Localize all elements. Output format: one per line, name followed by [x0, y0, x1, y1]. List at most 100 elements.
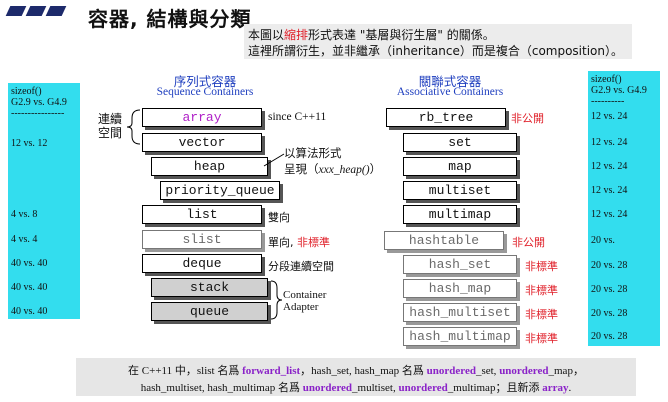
- multimap-container: multimap: [403, 205, 517, 224]
- left-sizeof-divider: ----------------: [11, 108, 65, 119]
- container-adapter-bracket: [270, 280, 283, 320]
- queue-container: queue: [151, 302, 268, 321]
- hash-multimap-container: hash_multimap: [403, 327, 517, 346]
- set-container: set: [403, 133, 517, 152]
- deque-note: 分段連續空間: [268, 260, 334, 273]
- unordered-set-highlight: unordered: [426, 365, 476, 377]
- map-container: map: [403, 157, 517, 176]
- slist-nonstandard-label: 非標準: [297, 236, 330, 249]
- right-sizeof-rb-tree: 12 vs. 24: [591, 111, 628, 122]
- note-highlight: 縮排: [284, 28, 309, 42]
- title-decoration-bar-3: [45, 6, 67, 16]
- heap-note-line-1: 以算法形式: [284, 146, 342, 160]
- right-sizeof-hash-multiset: 20 vs. 28: [591, 308, 628, 319]
- hashtable-container: hashtable: [384, 231, 504, 250]
- left-sizeof-queue: 40 vs. 40: [11, 306, 48, 317]
- heap-note-line-2-suffix: ）: [369, 162, 382, 176]
- rb-tree-container: rb_tree: [386, 108, 506, 127]
- right-sizeof-hash-set: 20 vs. 28: [591, 260, 628, 271]
- hash-multimap-nonstandard-label: 非標準: [525, 332, 558, 345]
- contiguous-space-label-line-2: 空間: [98, 126, 123, 140]
- hash-set-container: hash_set: [403, 255, 517, 274]
- right-sizeof-divider: ----------: [591, 96, 625, 107]
- left-sizeof-deque: 40 vs. 40: [11, 258, 48, 269]
- list-container: list: [142, 205, 262, 224]
- note-line-1: 本圖以縮排形式表達 "基層與衍生層" 的關係。: [248, 26, 495, 43]
- cpp11-note-line-1-part-d: _map，: [548, 365, 584, 377]
- heap-callout-pointer: [263, 153, 285, 167]
- left-sizeof-header: sizeof(): [11, 86, 42, 97]
- vector-container: vector: [142, 133, 262, 152]
- cpp11-note-line-2-part-c: _multimap；且新添: [447, 382, 543, 394]
- cpp11-note-box: 在 C++11 中，slist 名爲 forward_list，hash_set…: [76, 358, 636, 396]
- contiguous-space-bracket: [126, 109, 141, 145]
- unordered-multimap-highlight: unordered: [398, 382, 448, 394]
- cpp11-note-line-2: hash_multiset, hash_multimap 名爲 unordere…: [76, 379, 636, 395]
- right-sizeof-map: 12 vs. 24: [591, 161, 628, 172]
- cpp11-note-line-1-part-b: ，hash_set, hash_map 名爲: [300, 365, 427, 377]
- rb-tree-nonpublic-label: 非公開: [511, 112, 544, 125]
- title-decoration-bar-1: [5, 6, 27, 16]
- cpp11-note-line-1: 在 C++11 中，slist 名爲 forward_list，hash_set…: [76, 362, 636, 378]
- container-adapter-label-line-2: Adapter: [283, 301, 319, 313]
- slist-note: 單向, 非標準: [268, 234, 330, 250]
- array-highlight: array: [542, 382, 569, 394]
- priority-queue-container: priority_queue: [160, 181, 280, 200]
- right-sizeof-header: sizeof(): [591, 74, 622, 85]
- left-sizeof-vector: 12 vs. 12: [11, 138, 48, 149]
- cpp11-note-line-2-part-d: .: [568, 382, 572, 394]
- unordered-multiset-highlight: unordered: [302, 382, 353, 394]
- cpp11-note-line-2-part-a: hash_multiset, hash_multimap 名爲: [140, 382, 303, 394]
- array-container: array: [142, 108, 262, 127]
- right-sizeof-multiset: 12 vs. 24: [591, 185, 628, 196]
- contiguous-space-label: 連續 空間: [98, 112, 122, 140]
- deque-container: deque: [142, 254, 262, 273]
- container-adapter-label-line-1: Container: [283, 289, 327, 301]
- cpp11-note-line-1-part-a: 在 C++11 中，slist 名爲: [128, 365, 243, 377]
- hashtable-nonpublic-label: 非公開: [512, 236, 545, 249]
- right-sizeof-hash-multimap: 20 vs. 28: [591, 331, 628, 342]
- note-box: 本圖以縮排形式表達 "基層與衍生層" 的關係。 這裡所謂衍生，並非繼承（inhe…: [244, 24, 632, 59]
- stack-container: stack: [151, 278, 268, 297]
- sequence-header: 序列式容器: [173, 74, 237, 89]
- right-sizeof-set: 12 vs. 24: [591, 137, 628, 148]
- note-line-2: 這裡所謂衍生，並非繼承（inheritance）而是複合（composition…: [248, 44, 624, 58]
- heap-container: heap: [151, 157, 268, 176]
- slist-container: slist: [142, 230, 262, 249]
- forward-list-highlight: forward_list: [242, 365, 301, 377]
- title-decoration-bar-2: [25, 6, 47, 16]
- left-sizeof-versions: G2.9 vs. G4.9: [11, 97, 67, 108]
- multiset-container: multiset: [403, 181, 517, 200]
- hash-set-nonstandard-label: 非標準: [525, 260, 558, 273]
- page-title: 容器, 結構與分類: [88, 7, 252, 31]
- left-sizeof-list: 4 vs. 8: [11, 209, 38, 220]
- array-since-label: since C++11: [268, 111, 327, 123]
- cpp11-note-line-1-part-c: _set,: [475, 365, 500, 377]
- right-sizeof-hashtable: 20 vs.: [591, 235, 615, 246]
- heap-note-line-2: 呈現（xxx_heap()）: [284, 161, 381, 177]
- associative-subheader: Associative Containers: [396, 86, 504, 98]
- left-sizeof-slist: 4 vs. 4: [11, 234, 38, 245]
- right-sizeof-hash-map: 20 vs. 28: [591, 284, 628, 295]
- hash-multiset-container: hash_multiset: [403, 303, 517, 322]
- hash-multiset-nonstandard-label: 非標準: [525, 308, 558, 321]
- list-note: 雙向: [268, 211, 290, 224]
- contiguous-space-label-line-1: 連續: [98, 112, 123, 126]
- heap-note-line-2-prefix: 呈現（: [284, 162, 319, 176]
- slist-note-direction: 單向,: [268, 236, 294, 249]
- cpp11-note-line-2-part-b: _multiset,: [352, 382, 399, 394]
- right-sizeof-panel: sizeof() G2.9 vs. G4.9 ---------- 12 vs.…: [588, 71, 660, 346]
- heap-note-function: xxx_heap(): [318, 164, 370, 176]
- note-line-1-text-a: 本圖以: [248, 28, 285, 42]
- hash-map-container: hash_map: [403, 279, 517, 298]
- note-line-1-text-b: 形式表達 "基層與衍生層" 的關係。: [308, 28, 495, 42]
- left-sizeof-stack: 40 vs. 40: [11, 282, 48, 293]
- sequence-subheader: Sequence Containers: [156, 86, 254, 98]
- right-sizeof-multimap: 12 vs. 24: [591, 209, 628, 220]
- associative-header: 關聯式容器: [418, 74, 482, 89]
- right-sizeof-versions: G2.9 vs. G4.9: [591, 85, 647, 96]
- container-adapter-label: Container Adapter: [283, 289, 326, 313]
- left-sizeof-panel: sizeof() G2.9 vs. G4.9 ---------------- …: [8, 83, 80, 319]
- unordered-map-highlight: unordered: [499, 365, 549, 377]
- hash-map-nonstandard-label: 非標準: [525, 284, 558, 297]
